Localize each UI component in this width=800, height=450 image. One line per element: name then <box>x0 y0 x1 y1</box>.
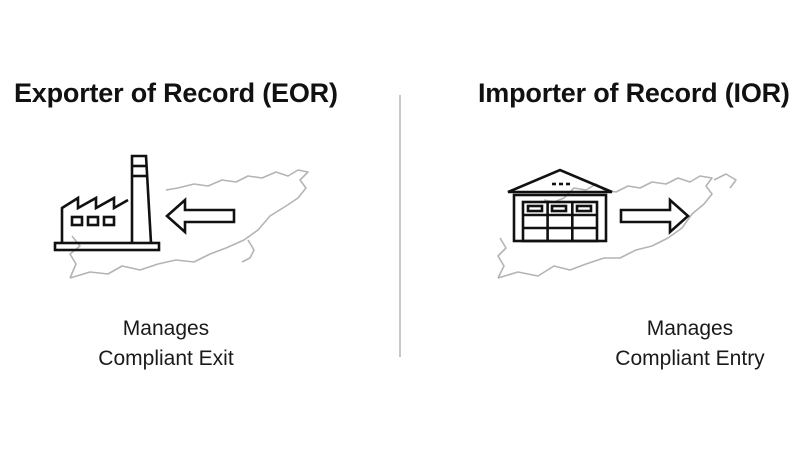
importer-caption: Manages Compliant Entry <box>580 314 800 374</box>
exporter-title: Exporter of Record (EOR) <box>14 78 338 108</box>
exporter-caption-line1: Manages <box>122 317 210 340</box>
importer-caption-line1: Manages <box>646 317 734 340</box>
arrow-left-icon <box>165 197 236 235</box>
importer-title: Importer of Record (IOR) <box>478 78 790 108</box>
importer-illustration <box>497 168 737 279</box>
arrow-right-icon <box>619 197 690 235</box>
factory-icon <box>53 154 161 252</box>
exporter-panel: Exporter of Record (EOR) Manages Complia… <box>14 78 338 374</box>
exporter-caption: Manages Compliant Exit <box>56 314 276 374</box>
map-outline <box>497 173 737 279</box>
exporter-caption-line2: Compliant Exit <box>98 347 234 370</box>
importer-caption-line2: Compliant Entry <box>615 347 765 370</box>
exporter-illustration <box>53 154 309 279</box>
importer-panel: Importer of Record (IOR) <box>400 0 800 450</box>
warehouse-icon <box>507 168 613 243</box>
panel-divider <box>399 95 401 357</box>
